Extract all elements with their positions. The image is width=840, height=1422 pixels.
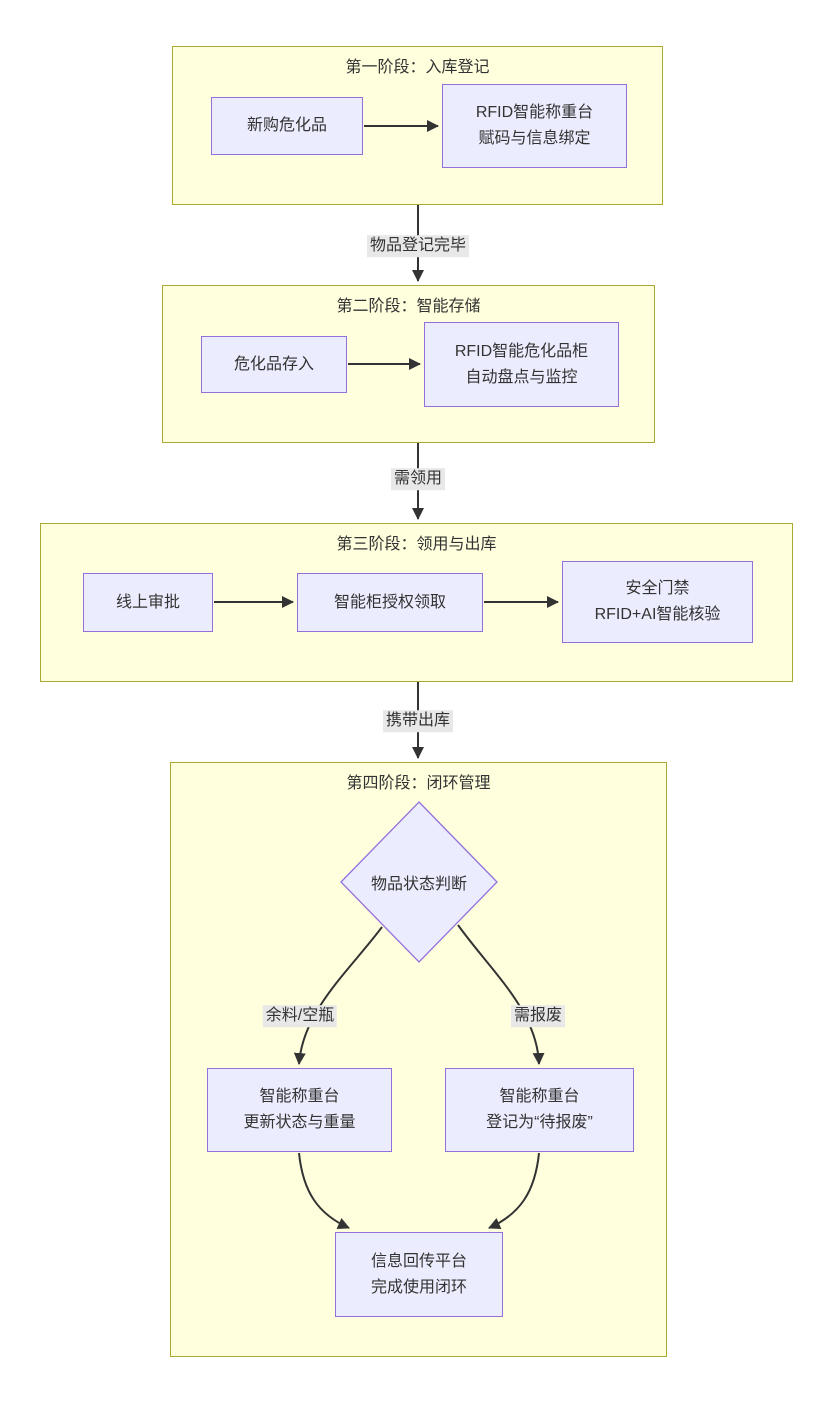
node-store-in: 危化品存入 bbox=[201, 336, 347, 393]
node-new-purchase: 新购危化品 bbox=[211, 97, 363, 155]
node-cabinet-pickup: 智能柜授权领取 bbox=[297, 573, 483, 632]
node-online-approval: 线上审批 bbox=[83, 573, 213, 632]
node-status-decision-label: 物品状态判断 bbox=[370, 876, 468, 893]
node-security-gate: 安全门禁 RFID+AI智能核验 bbox=[562, 561, 753, 643]
edge-label-leftover: 余料/空瓶 bbox=[262, 1005, 338, 1027]
stage-4-title: 第四阶段：闭环管理 bbox=[346, 775, 491, 792]
stage-1-title: 第一阶段：入库登记 bbox=[345, 59, 490, 76]
edge-label-carry-out: 携带出库 bbox=[382, 710, 454, 732]
node-scrap-register: 智能称重台 登记为“待报废” bbox=[445, 1068, 634, 1152]
node-rfid-weighing: RFID智能称重台 赋码与信息绑定 bbox=[442, 84, 627, 168]
stage-3-title: 第三阶段：领用与出库 bbox=[336, 536, 497, 553]
node-update-weight: 智能称重台 更新状态与重量 bbox=[207, 1068, 392, 1152]
node-rfid-cabinet: RFID智能危化品柜 自动盘点与监控 bbox=[424, 322, 619, 407]
edge-label-need-scrap: 需报废 bbox=[510, 1005, 566, 1027]
edge-label-registered: 物品登记完毕 bbox=[366, 235, 470, 257]
edge-label-need-use: 需领用 bbox=[390, 468, 446, 490]
stage-2-title: 第二阶段：智能存储 bbox=[336, 298, 481, 315]
node-info-platform: 信息回传平台 完成使用闭环 bbox=[335, 1232, 503, 1317]
